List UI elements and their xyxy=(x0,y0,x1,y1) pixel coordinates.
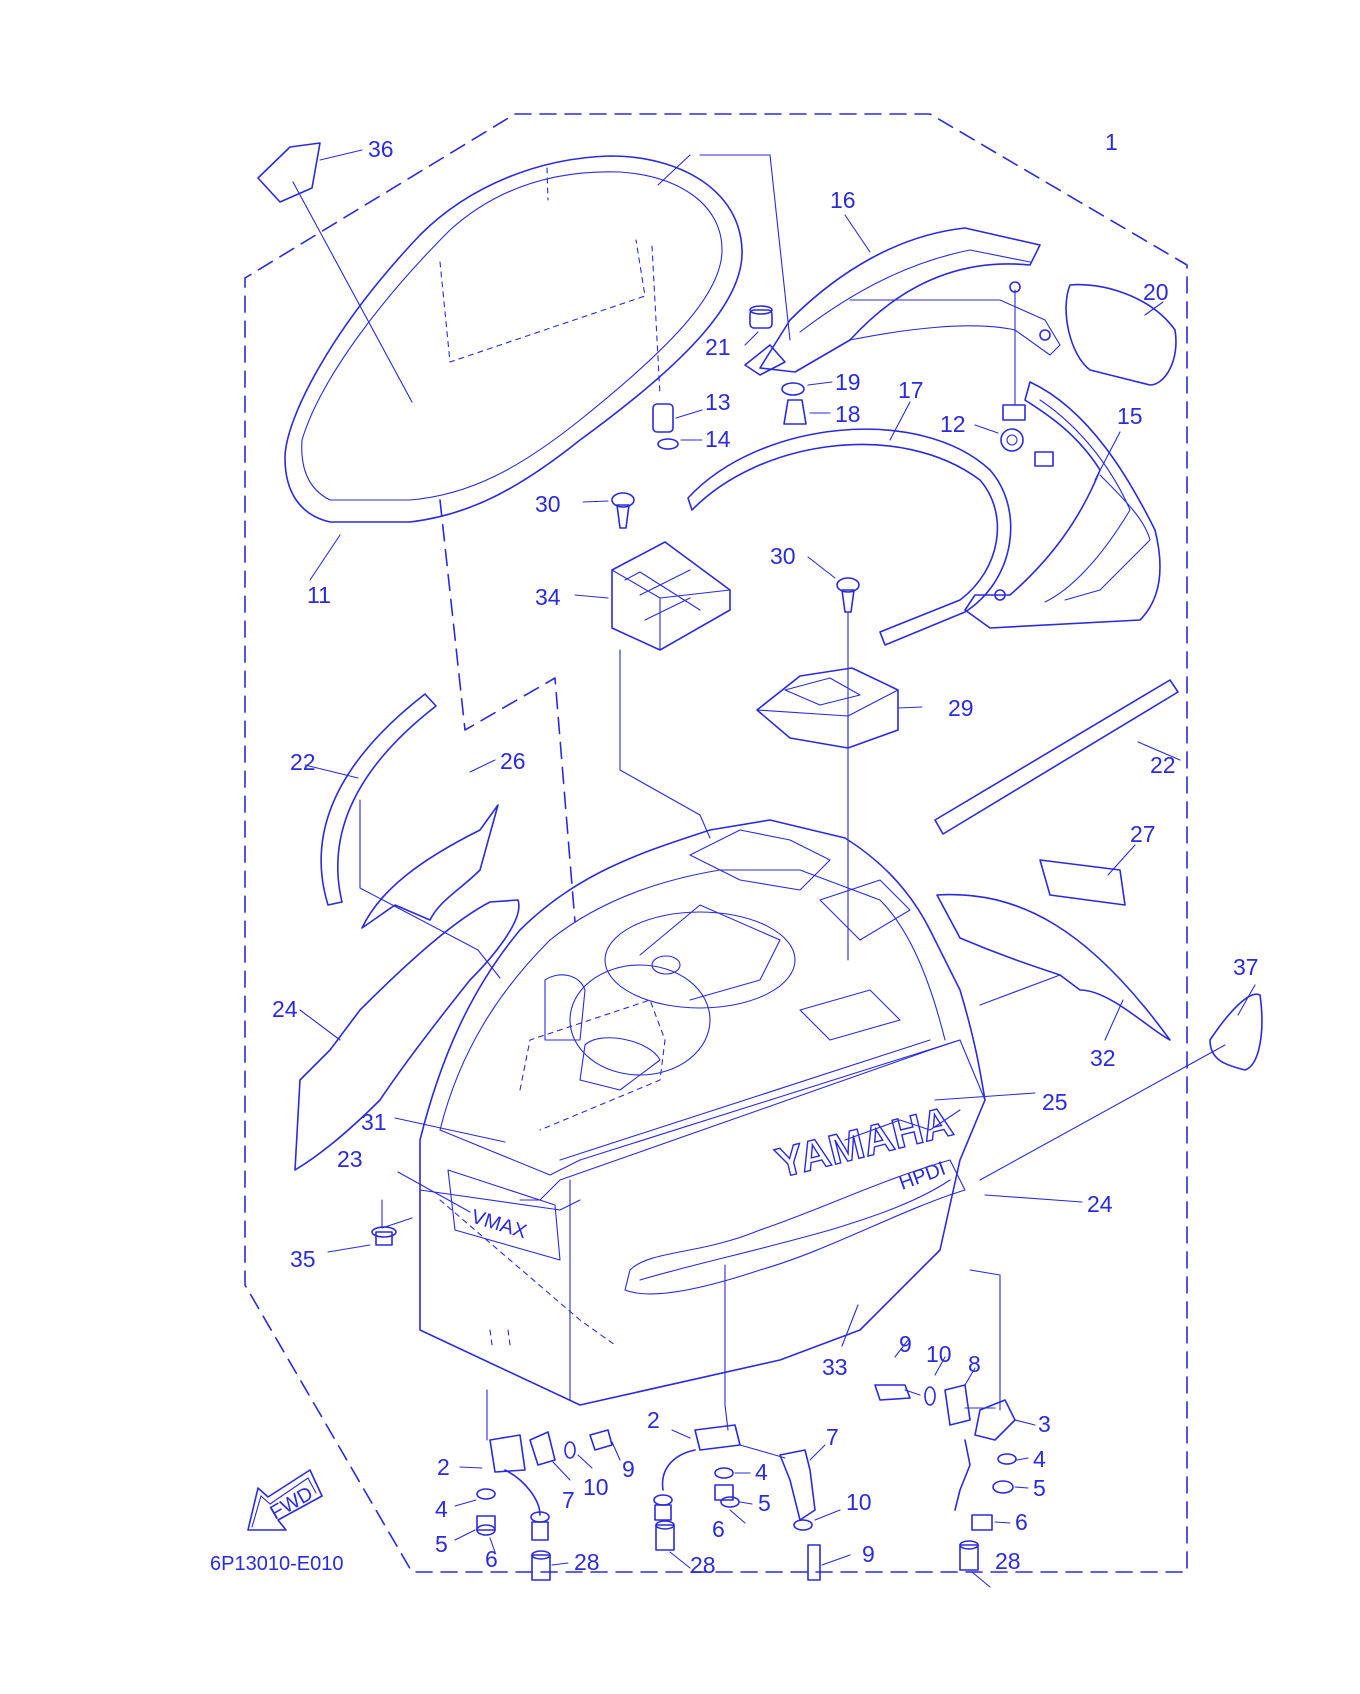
fasteners-upper xyxy=(652,305,833,450)
latch-assembly-right xyxy=(874,1269,1036,1588)
callout-27: 27 xyxy=(1130,821,1156,847)
callout-7b: 7 xyxy=(826,1424,839,1450)
callout-10a: 10 xyxy=(926,1341,952,1367)
part-35-grommet xyxy=(327,1199,413,1253)
latch-assembly-middle xyxy=(653,1264,851,1581)
callout-25: 25 xyxy=(1042,1089,1068,1115)
part-26-decal xyxy=(361,804,499,929)
callout-15: 15 xyxy=(1117,403,1143,429)
callout-1: 1 xyxy=(1105,129,1118,155)
callout-9a: 9 xyxy=(899,1331,912,1357)
callout-20: 20 xyxy=(1143,279,1169,305)
callout-7a: 7 xyxy=(562,1487,575,1513)
callout-30a: 30 xyxy=(535,491,561,517)
callout-3: 3 xyxy=(1038,1411,1051,1437)
part-15-rear-cover xyxy=(964,381,1161,629)
callout-37: 37 xyxy=(1233,954,1259,980)
callout-8: 8 xyxy=(968,1351,981,1377)
callout-11: 11 xyxy=(307,582,331,608)
part-32-side-rail xyxy=(936,893,1171,1041)
part-22-strip-right xyxy=(934,679,1179,835)
callout-6b: 6 xyxy=(712,1516,725,1542)
callout-9b: 9 xyxy=(622,1456,635,1482)
callout-35: 35 xyxy=(290,1246,316,1272)
callout-32: 32 xyxy=(1090,1045,1116,1071)
part-34-bracket xyxy=(574,492,731,839)
fwd-arrow-icon: FWD xyxy=(247,1469,323,1531)
callout-33: 33 xyxy=(822,1354,848,1380)
callout-10b: 10 xyxy=(583,1474,609,1500)
callout-2b: 2 xyxy=(647,1407,660,1433)
part-16-rear-frame xyxy=(759,214,1061,406)
part-12-grommet xyxy=(974,424,1024,452)
callout-2a: 2 xyxy=(437,1454,450,1480)
callout-28a: 28 xyxy=(574,1549,600,1575)
callout-18: 18 xyxy=(835,401,861,427)
callout-21: 21 xyxy=(705,334,731,360)
callout-6a: 6 xyxy=(485,1546,498,1572)
callout-5c: 5 xyxy=(1033,1475,1046,1501)
part-27-decal xyxy=(1039,859,1126,906)
assembly-boundary xyxy=(244,113,1188,1573)
callout-30b: 30 xyxy=(770,543,796,569)
callout-9c: 9 xyxy=(862,1541,875,1567)
part-37-badge xyxy=(1209,993,1263,1071)
callout-10c: 10 xyxy=(846,1489,872,1515)
part-17-seal-strip xyxy=(687,401,1012,646)
part-24-left-decal xyxy=(294,899,520,1171)
callout-22a: 22 xyxy=(290,749,316,775)
callout-12: 12 xyxy=(940,411,966,437)
callout-24a: 24 xyxy=(272,996,298,1022)
callout-31: 31 xyxy=(361,1109,387,1135)
callout-24b: 24 xyxy=(1087,1191,1113,1217)
part-22-strip-left xyxy=(320,693,437,906)
callout-28c: 28 xyxy=(995,1548,1021,1574)
part-11-top-cover xyxy=(284,154,791,923)
callout-labels: 1 36 16 20 21 19 18 13 14 17 12 15 11 30… xyxy=(272,129,1259,1578)
callout-28b: 28 xyxy=(690,1552,716,1578)
part-29-bracket xyxy=(756,556,923,961)
latch-assembly-left xyxy=(454,1389,621,1581)
callout-34: 34 xyxy=(535,584,561,610)
callout-5b: 5 xyxy=(758,1490,771,1516)
main-cowling: YAMAHA HPDI VMAX xyxy=(419,819,986,1406)
part-20-decal xyxy=(1065,283,1177,386)
callout-4a: 4 xyxy=(435,1496,448,1522)
hpdi-text: HPDI xyxy=(896,1158,948,1195)
callout-6c: 6 xyxy=(1015,1509,1028,1535)
callout-26: 26 xyxy=(500,748,526,774)
callout-13: 13 xyxy=(705,389,731,415)
callout-14: 14 xyxy=(705,426,731,452)
callout-4c: 4 xyxy=(1033,1446,1046,1472)
callout-29: 29 xyxy=(948,695,974,721)
badge-text: VMAX xyxy=(469,1206,530,1244)
callout-4b: 4 xyxy=(755,1459,768,1485)
callout-36: 36 xyxy=(368,136,394,162)
callout-22b: 22 xyxy=(1150,752,1176,778)
callout-17: 17 xyxy=(898,377,924,403)
diagram-code: 6P13010-E010 xyxy=(210,1553,343,1575)
callout-5a: 5 xyxy=(435,1531,448,1557)
part-36-emblem xyxy=(257,142,413,403)
callout-23: 23 xyxy=(337,1146,363,1172)
callout-16: 16 xyxy=(830,187,856,213)
callout-19: 19 xyxy=(835,369,861,395)
